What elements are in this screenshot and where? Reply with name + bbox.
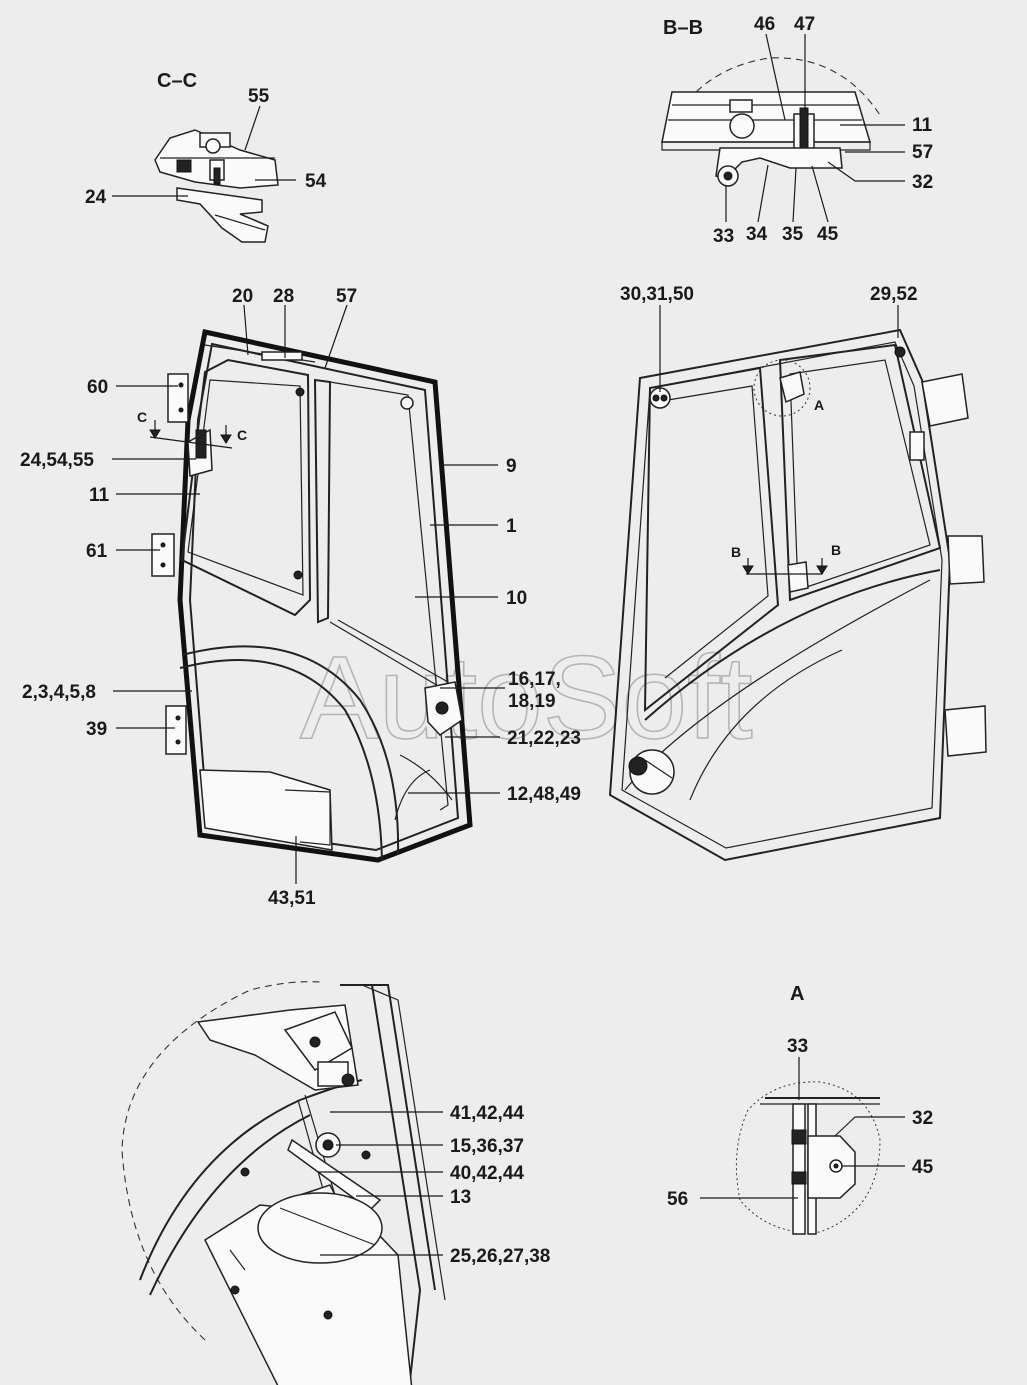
section-bb-title: B–B bbox=[663, 17, 703, 39]
callout-a-32: 32 bbox=[912, 1108, 933, 1129]
detail-a-callouts: 33 32 45 56 bbox=[667, 1036, 934, 1210]
callout-2-3-4-5-8: 2,3,4,5,8 bbox=[22, 682, 96, 703]
section-cc-title: C–C bbox=[157, 70, 197, 92]
callout-30-31-50: 30,31,50 bbox=[620, 284, 694, 305]
label-cut_marks-b: B bbox=[731, 544, 741, 560]
callout-15-36-37: 15,36,37 bbox=[450, 1136, 524, 1157]
callout-28: 28 bbox=[273, 286, 294, 307]
callout-18-19: 18,19 bbox=[508, 691, 556, 712]
cut-marks-b: A B B bbox=[731, 397, 841, 575]
callout-60: 60 bbox=[87, 377, 108, 398]
latch-detail-view bbox=[121, 981, 446, 1385]
latch-detail-callouts: 41,42,44 15,36,37 40,42,44 13 25,26,27,3… bbox=[318, 1103, 550, 1267]
callout-10: 10 bbox=[506, 588, 527, 609]
section-bb-view: B–B bbox=[661, 17, 881, 187]
door-outer-view bbox=[608, 328, 987, 862]
door-inner-view bbox=[151, 329, 473, 863]
callout-43-51: 43,51 bbox=[268, 888, 316, 909]
callout-61: 61 bbox=[86, 541, 108, 562]
callout-29-52: 29,52 bbox=[870, 284, 918, 305]
callout-11: 11 bbox=[912, 115, 933, 136]
callout-1: 1 bbox=[506, 516, 517, 537]
callout-55: 55 bbox=[248, 86, 270, 107]
watermark: AutoSoft bbox=[300, 632, 753, 764]
callout-45: 45 bbox=[817, 224, 839, 245]
callout-32: 32 bbox=[912, 172, 933, 193]
callout-41-42-44: 41,42,44 bbox=[450, 1103, 524, 1124]
section-bb-callouts: 46 47 11 57 32 33 34 35 45 bbox=[713, 14, 933, 247]
label-cut_marks-c: C bbox=[237, 427, 247, 443]
callout-a-45: 45 bbox=[912, 1157, 934, 1178]
door-inner-callouts: 20 28 57 60 24,54,55 11 61 2,3,4,5,8 39 … bbox=[20, 286, 581, 909]
callout-46: 46 bbox=[754, 14, 775, 35]
callout-57: 57 bbox=[912, 142, 933, 163]
detail-a-view: A bbox=[735, 983, 881, 1235]
callout-a-56: 56 bbox=[667, 1189, 688, 1210]
callout-39: 39 bbox=[86, 719, 107, 740]
callout-33: 33 bbox=[713, 226, 734, 247]
callout-11-left: 11 bbox=[89, 485, 110, 506]
callout-35: 35 bbox=[782, 224, 804, 245]
detail-a-title: A bbox=[790, 983, 804, 1005]
door-outer-callouts: 30,31,50 29,52 bbox=[620, 284, 918, 392]
callout-12-48-49: 12,48,49 bbox=[507, 784, 581, 805]
callout-a-33: 33 bbox=[787, 1036, 808, 1057]
callout-47: 47 bbox=[794, 14, 815, 35]
section-cc-view: C–C bbox=[154, 70, 279, 243]
cut-marks-c: C C bbox=[137, 409, 247, 449]
callout-57-top: 57 bbox=[336, 286, 357, 307]
callout-40-42-44: 40,42,44 bbox=[450, 1163, 524, 1184]
callout-20: 20 bbox=[232, 286, 253, 307]
section-cc-callouts: 55 54 24 bbox=[85, 86, 327, 208]
detail-a-mark: A bbox=[814, 397, 824, 413]
callout-9: 9 bbox=[506, 456, 517, 477]
label-cut_marks-c: C bbox=[137, 409, 147, 425]
callout-25-26-27-38: 25,26,27,38 bbox=[450, 1246, 550, 1267]
callout-34: 34 bbox=[746, 224, 768, 245]
callout-16-17: 16,17, bbox=[508, 669, 561, 690]
callout-13: 13 bbox=[450, 1187, 471, 1208]
callout-21-22-23: 21,22,23 bbox=[507, 728, 581, 749]
label-cut_marks-b: B bbox=[831, 542, 841, 558]
callout-24-54-55: 24,54,55 bbox=[20, 450, 94, 471]
callout-24: 24 bbox=[85, 187, 107, 208]
callout-54: 54 bbox=[305, 171, 327, 192]
